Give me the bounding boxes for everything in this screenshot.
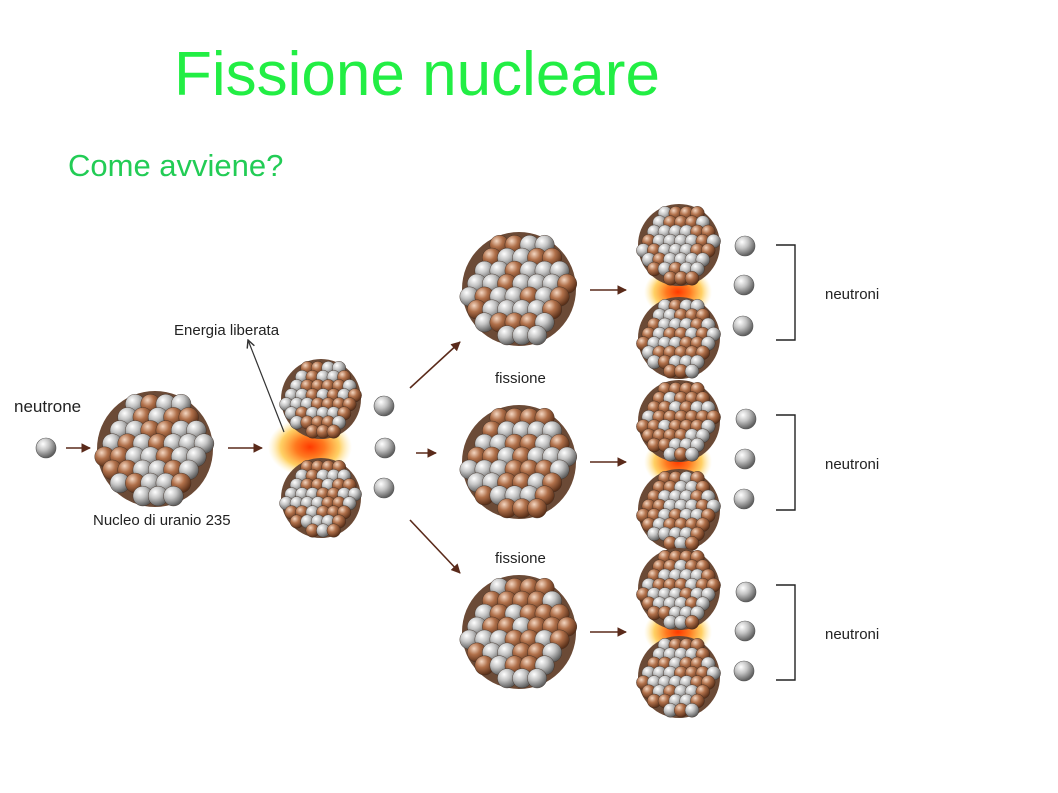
label-neutroni-top: neutroni: [825, 286, 880, 303]
free-neutron-main-3: [373, 477, 395, 499]
free-neutron-top-1: [734, 235, 756, 257]
fragment-main-lower: [279, 458, 362, 538]
label-energia-liberata: Energia liberata: [174, 322, 280, 339]
nucleus-middle: [459, 405, 577, 519]
bracket-top: [776, 244, 796, 341]
nucleus-top: [459, 232, 577, 346]
free-neutron-bottom-1: [735, 581, 757, 603]
page-subtitle: Come avviene?: [68, 148, 284, 183]
fragment-top-lower: [636, 297, 721, 379]
arrow-split-down: [409, 519, 461, 574]
label-fissione-bottom: fissione: [495, 550, 546, 567]
free-neutron-incoming: [35, 437, 57, 459]
free-neutron-bottom-2: [734, 620, 756, 642]
label-neutroni-bottom: neutroni: [825, 626, 880, 643]
label-neutrone: neutrone: [14, 397, 82, 416]
fragment-top-upper: [636, 204, 721, 286]
free-neutron-middle-1: [735, 408, 757, 430]
fragment-bottom-lower: [636, 636, 721, 718]
bracket-middle: [776, 414, 796, 511]
label-nucleo-uranio: Nucleo di uranio 235: [93, 512, 231, 529]
free-neutron-top-2: [733, 274, 755, 296]
nucleus-bottom: [459, 575, 577, 689]
label-neutroni-middle: neutroni: [825, 456, 880, 473]
fragment-bottom-upper: [636, 548, 721, 630]
free-neutron-main-2: [374, 437, 396, 459]
fragment-middle-upper: [636, 380, 721, 462]
fragment-main-upper: [279, 359, 362, 439]
label-fissione-top: fissione: [495, 370, 546, 387]
uranium-nucleus: [94, 391, 215, 507]
free-neutron-middle-3: [733, 488, 755, 510]
page-title: Fissione nucleare: [174, 40, 660, 109]
free-neutron-middle-2: [734, 448, 756, 470]
bracket-bottom: [776, 584, 796, 681]
free-neutron-main-1: [373, 395, 395, 417]
free-neutron-top-3: [732, 315, 754, 337]
fragment-middle-lower: [636, 469, 721, 551]
arrow-split-up: [409, 341, 461, 389]
free-neutron-bottom-3: [733, 660, 755, 682]
energy-pointer-arrow: [248, 340, 285, 433]
